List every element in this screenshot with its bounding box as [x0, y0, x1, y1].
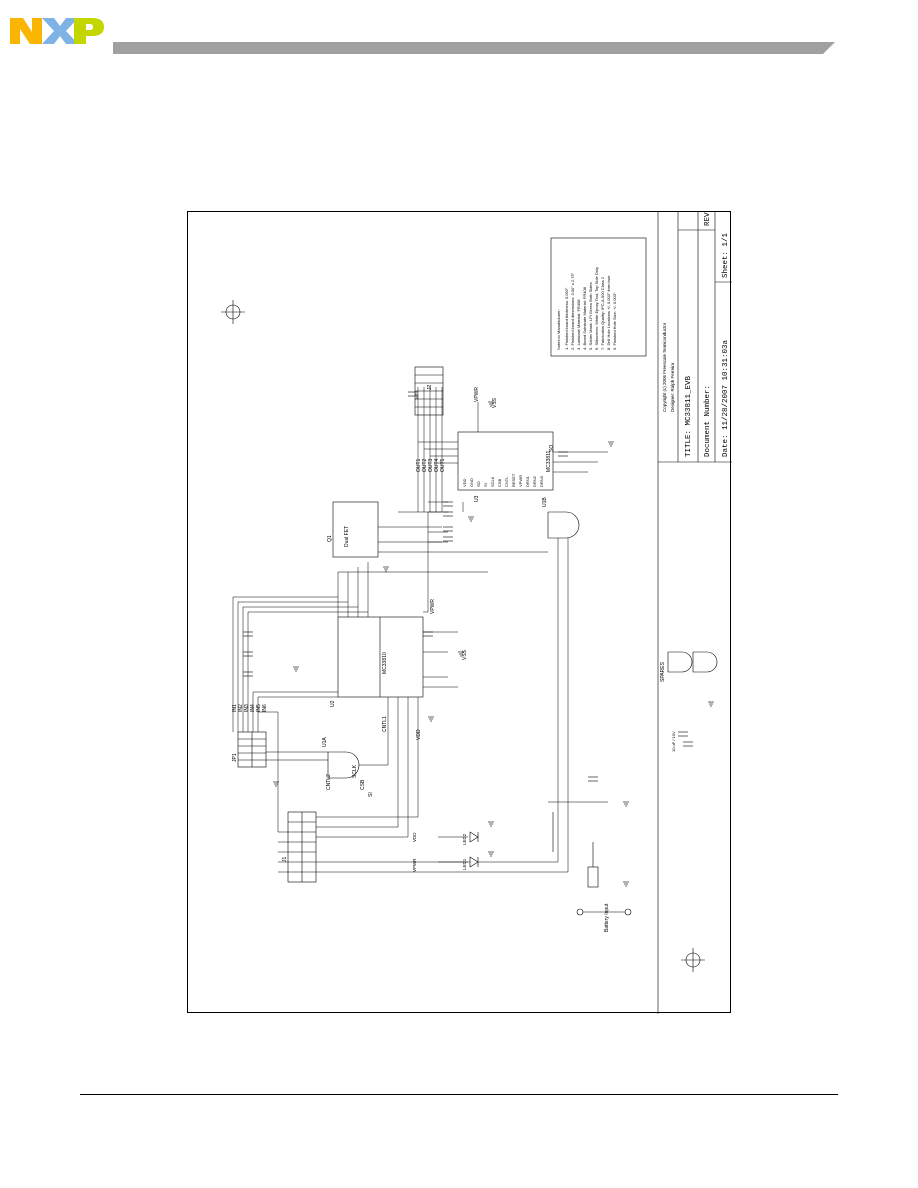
document-number: Document Number:	[704, 385, 712, 457]
connector-j2: J2	[414, 366, 444, 416]
schematic-title: TITLE: MC33811_EVB	[685, 375, 693, 457]
u3-label: U3	[474, 495, 480, 502]
q1-fet: Q1 Dual FET	[327, 501, 379, 558]
wiring	[232, 387, 608, 873]
u3-pin: SI	[483, 483, 488, 487]
j1-label: J1	[282, 857, 288, 863]
crosshair-bottom	[681, 948, 705, 972]
u3-pin: CNTL	[504, 476, 509, 487]
u3-pin: SCLK	[490, 476, 495, 487]
vpwr-top-label: VPWR	[474, 387, 480, 402]
in-label: IN6	[262, 704, 268, 712]
u3-pin: VDD	[462, 478, 467, 487]
in-label: IN5	[256, 704, 262, 712]
u3-part: MC33811	[546, 450, 552, 472]
led1-label: LED1	[462, 858, 467, 870]
led-section: LED1 LED2 VPWR VDD	[412, 831, 479, 872]
out-label: OUT2	[422, 458, 428, 472]
in-label: IN2	[238, 704, 244, 712]
logo-p-shape	[74, 18, 104, 44]
u2-part: MC33810	[382, 652, 388, 674]
gate-u1b: U1B	[542, 497, 580, 539]
u3-pin: SO	[476, 481, 481, 487]
cap-value: 1uF	[414, 393, 419, 400]
led2-label: LED2	[462, 833, 467, 845]
note-item: 6. Silkscreen: White Epoxy Text, Top Sid…	[594, 267, 599, 350]
in-label: IN1	[232, 704, 238, 712]
footer-rule	[80, 1094, 838, 1095]
cntl1-label: CNTL1	[382, 716, 388, 732]
spares-label: SPARES	[660, 661, 666, 682]
out-label: OUT1	[416, 458, 422, 472]
u3-pin: DRN1	[525, 475, 530, 487]
connector-j1: J1	[282, 811, 317, 883]
in-label: IN4	[250, 704, 256, 712]
cap-value: 10 uF / 10V	[671, 731, 676, 752]
battery-input-label: Battery Input	[604, 903, 610, 932]
designer-text: Designer: Ralph Ferreira	[670, 362, 675, 412]
nxp-logo	[10, 18, 104, 44]
crosshair-top	[221, 300, 245, 324]
note-item: 8. Drill Hole Locations +/- 0.003" from …	[606, 275, 611, 350]
jumper-jp1: JP1	[232, 731, 267, 768]
copyright-text: Copyright (c) 2006 Freescale Semiconduct…	[662, 322, 667, 412]
note-item: 3. Laminate Material: FR408	[576, 299, 581, 350]
schematic-frame: Copyright (c) 2006 Freescale Semiconduct…	[187, 211, 732, 1014]
u3-pin: DRN3	[539, 475, 544, 487]
vss-u2-label: VSS	[462, 649, 468, 660]
so-label: SO	[549, 445, 555, 452]
out-label: OUT3	[428, 458, 434, 472]
sclk-label: SCLK	[352, 764, 358, 778]
note-item: 5. Solder Mask: LPI Green Both Sides	[588, 282, 593, 350]
vss-symbols	[273, 401, 714, 887]
vpwr-label: VPWR	[412, 858, 417, 872]
out-label: OUT4	[434, 458, 440, 472]
note-item: 1. Finished board thickness: 0.062"	[564, 287, 569, 350]
vss-top-label: VSS	[492, 397, 498, 408]
u3-pin: VPWR	[518, 475, 523, 487]
vdd-u2-label: VDD	[416, 729, 422, 740]
schematic-svg: Copyright (c) 2006 Freescale Semiconduct…	[221, 212, 732, 1014]
out-label: OUT5	[440, 458, 446, 472]
gate-u1a: U1A	[322, 737, 360, 779]
notes-heading: Notes to Manufacturer:	[556, 309, 561, 350]
si-label: SI	[368, 792, 374, 797]
u3-pin: DRN2	[532, 475, 537, 487]
u3-pin: RESET	[511, 473, 516, 487]
u2-label: U2	[330, 700, 336, 707]
vpwr-u2-label: VPWR	[430, 599, 436, 614]
logo-x-shape	[42, 18, 78, 44]
capacitors: 1uF 10 uF / 10V	[243, 391, 693, 782]
u3-pin: GND	[469, 478, 474, 487]
csb-label: CSB	[360, 779, 366, 790]
cntl2-label: CNTL2	[326, 774, 332, 790]
title-block: Copyright (c) 2006 Freescale Semiconduct…	[657, 212, 732, 1014]
u1a-label: U1A	[322, 737, 328, 747]
q1-label: Q1	[327, 535, 333, 542]
sheet-text: Sheet: 1/1	[722, 232, 730, 278]
note-item: 9. Finished Hole Size: +/- 0.003"	[612, 292, 617, 350]
notes-box: Notes to Manufacturer: 1. Finished board…	[550, 237, 647, 357]
u1b-label: U1B	[542, 497, 548, 507]
gate-spares: SPARES	[660, 651, 718, 682]
vdd-label: VDD	[412, 832, 417, 842]
u2-chip: U2 MC33810	[330, 616, 424, 707]
u3-chip: U3 VDD GND SO SI SCLK CSB CNTL RESET VPW…	[457, 431, 554, 502]
jp1-label: JP1	[232, 753, 238, 762]
note-item: 2. Finished board dimensions: 3.00" x 2.…	[570, 272, 575, 350]
q1-part: Dual FET	[344, 526, 350, 547]
battery-input-section: Battery Input	[548, 801, 632, 932]
rev-label: REV:	[704, 212, 712, 226]
logo-n-shape	[10, 18, 42, 44]
in-label: IN3	[244, 704, 250, 712]
note-item: 7. Fabrication Quality: IPC-A-600 Class …	[600, 276, 605, 350]
signal-labels: SCLK CSB SI CNTL1 CNTL2 SO VPWR VSS VDD …	[232, 387, 555, 797]
note-item: 4. Board Substrate Material: FR408	[582, 286, 587, 350]
header-bar	[113, 42, 835, 54]
date-text: Date: 11/28/2007 10:31:03a	[722, 339, 730, 457]
u3-pin: CSB	[497, 478, 502, 487]
